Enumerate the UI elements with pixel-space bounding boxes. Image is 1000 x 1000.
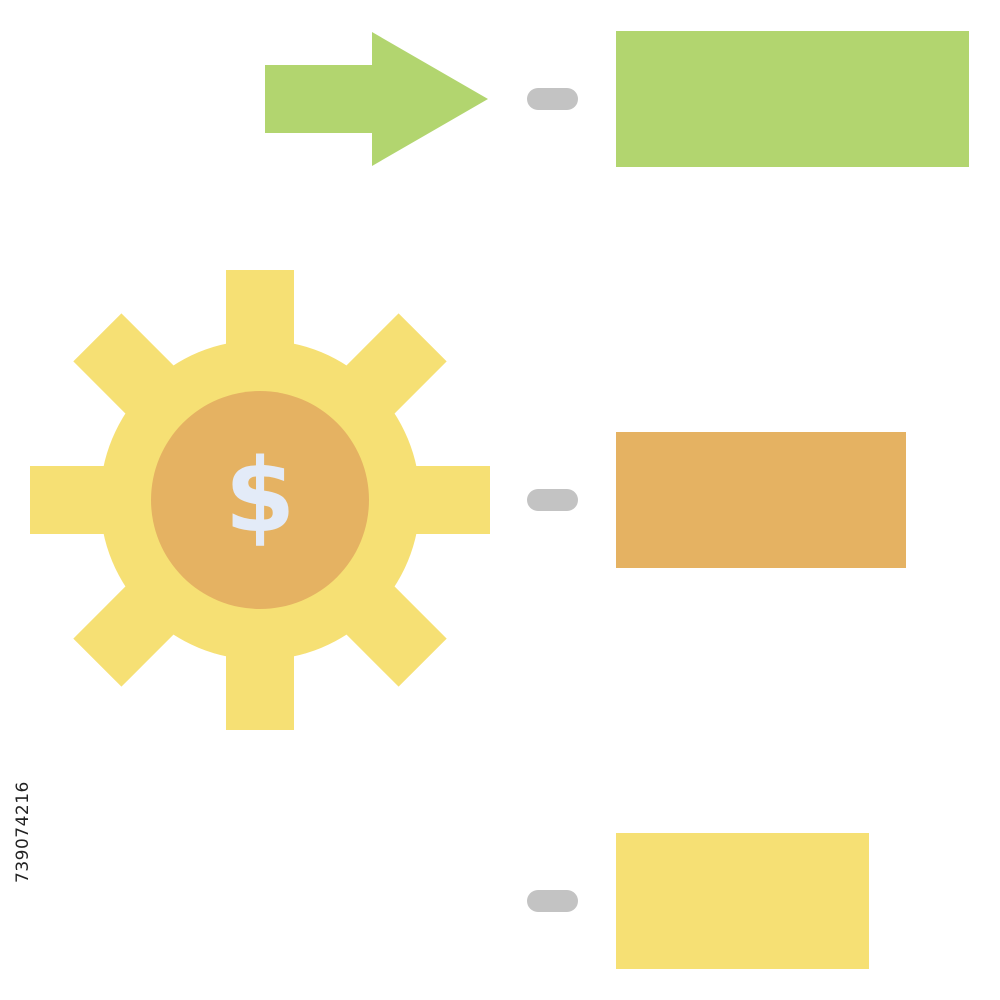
dollar-icon: $ [225,437,296,556]
arrow-right-icon [265,32,488,166]
box-top [616,31,969,167]
coin [151,391,369,609]
gear-icon: $ [30,270,490,730]
image-id-label: 739074216 [13,781,33,884]
box-middle [616,432,906,568]
box-bottom [616,833,869,969]
